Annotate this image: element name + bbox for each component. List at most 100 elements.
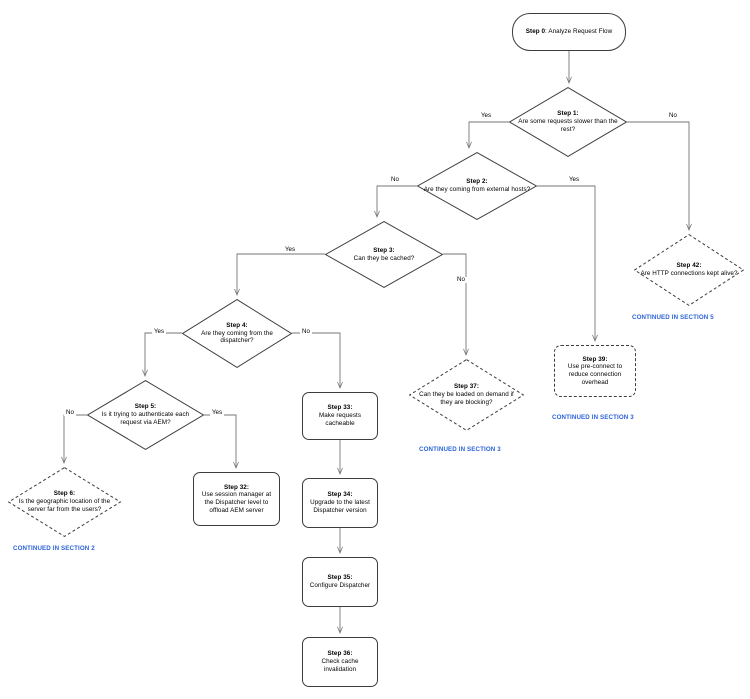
continued-in-section-2[interactable]: CONTINUED IN SECTION 2 (13, 545, 95, 552)
node-label: Step 33:Make requests cacheable (303, 404, 377, 427)
node-label: Step 36:Check cache invalidation (303, 650, 377, 673)
edge-step3-no-to-step37 (443, 253, 469, 357)
edge-label-step3-no: No (455, 276, 467, 284)
node-label-text: Use pre-connect to reduce connection ove… (567, 363, 623, 386)
node-label: Step 2:Are they coming from external hos… (420, 178, 535, 193)
node-step-number: Step 32: (224, 483, 249, 491)
node-label-text: Are HTTP connections kept alive? (640, 270, 738, 277)
node-label: Step 39:Use pre-connect to reduce connec… (555, 356, 635, 387)
node-label-text: Check cache invalidation (321, 658, 359, 673)
node-step-number: Step 33: (327, 404, 353, 412)
edge-step5-no-to-step6 (61, 414, 87, 465)
diamond-shape (325, 221, 443, 288)
edge-label-step4-yes: Yes (152, 328, 167, 336)
diamond-outline (9, 468, 121, 537)
node-label: Step 35:Configure Dispatcher (306, 574, 374, 589)
node-label-text: Is the geographic location of the server… (18, 498, 111, 513)
edge-label-step2-no: No (389, 176, 401, 184)
node-label: Step 6:Is the geographic location of the… (8, 490, 121, 513)
step-2-external-hosts[interactable]: Step 2:Are they coming from external hos… (417, 152, 537, 220)
step-0-analyze-request-flow[interactable]: Step 0: Analyze Request Flow (512, 13, 626, 51)
step-37-loaded-on-demand[interactable]: Step 37:Can they be loaded on demand if … (409, 359, 524, 431)
step-1-are-some-requests-slower[interactable]: Step 1:Are some requests slower than the… (509, 87, 627, 157)
node-step-number: Step 35: (327, 574, 353, 582)
edge-label-step3-yes: Yes (283, 246, 298, 254)
edge-step5-yes-to-step32 (204, 414, 239, 470)
step-42-http-connections-kept-alive[interactable]: Step 42:Are HTTP connections kept alive? (634, 234, 744, 306)
node-label-text: Can they be loaded on demand if they are… (419, 391, 514, 406)
step-35-configure-dispatcher[interactable]: Step 35:Configure Dispatcher (302, 557, 378, 607)
node-label-text: Is it trying to authenticate each reques… (101, 411, 190, 426)
diamond-outline (410, 360, 524, 431)
edge-label-step2-yes: Yes (567, 176, 582, 184)
node-label-text: Are they coming from the dispatcher? (201, 329, 273, 345)
node-label: Step 5:Is it trying to authenticate each… (87, 403, 204, 426)
step-6-geographic-location[interactable]: Step 6:Is the geographic location of the… (8, 467, 121, 537)
edge-label-step4-no: No (300, 328, 312, 336)
diamond-outline (510, 88, 627, 157)
edge-label-step1-no: No (667, 112, 679, 120)
node-label-text: Are they coming from external hosts? (423, 186, 531, 193)
edge-step1-no-to-step42 (627, 121, 692, 232)
step-32-use-session-manager[interactable]: Step 32:Use session manager at the Dispa… (193, 472, 280, 526)
node-label: Step 37:Can they be loaded on demand if … (409, 383, 524, 406)
diamond-shape (634, 234, 744, 306)
edge-label-step1-yes: Yes (479, 112, 494, 120)
edge-step2-no-to-step3 (374, 185, 417, 219)
node-label-text: : Analyze Request Flow (545, 28, 613, 36)
node-step-number: Step 1: (557, 110, 579, 118)
node-step-number: Step 39: (582, 355, 608, 363)
diamond-outline (326, 222, 443, 288)
node-label-text: Use session manager at the Dispatcher le… (201, 491, 272, 514)
node-label: Step 42:Are HTTP connections kept alive? (636, 262, 741, 277)
node-label: Step 3:Can they be cached? (350, 247, 419, 262)
diamond-shape (509, 87, 627, 157)
node-step-number: Step 2: (466, 178, 488, 186)
node-label-text: Upgrade to the latest Dispatcher version (310, 499, 370, 514)
node-label-text: Can they be cached? (353, 254, 415, 262)
diamond-outline (88, 381, 204, 450)
diamond-outline (418, 153, 537, 220)
step-34-upgrade-dispatcher[interactable]: Step 34:Upgrade to the latest Dispatcher… (302, 478, 378, 528)
node-label: Step 4:Are they coming from the dispatch… (182, 322, 292, 345)
node-step-number: Step 34: (327, 491, 353, 499)
edge-step4-yes-to-step5 (142, 332, 182, 378)
diamond-shape (417, 152, 537, 220)
step-5-authenticate-via-aem[interactable]: Step 5:Is it trying to authenticate each… (87, 380, 204, 450)
edge-step3-yes-to-step4 (234, 253, 325, 297)
node-label: Step 1:Are some requests slower than the… (509, 110, 627, 133)
diamond-outline (635, 235, 744, 306)
diamond-shape (87, 380, 204, 450)
edge-step2-yes-to-step39 (537, 185, 598, 343)
node-step-number: Step 42: (676, 262, 702, 270)
node-step-number: Step 3: (373, 246, 395, 254)
step-4-coming-from-dispatcher[interactable]: Step 4:Are they coming from the dispatch… (182, 299, 292, 368)
node-step-number: Step 37: (454, 383, 479, 391)
node-label-text: Configure Dispatcher (309, 582, 371, 589)
continued-in-section-3-step39[interactable]: CONTINUED IN SECTION 3 (552, 414, 634, 421)
node-step-number: Step 0 (525, 28, 546, 36)
continued-in-section-3-step37[interactable]: CONTINUED IN SECTION 3 (419, 446, 501, 453)
step-36-check-cache-invalidation[interactable]: Step 36:Check cache invalidation (302, 637, 378, 687)
step-39-use-pre-connect[interactable]: Step 39:Use pre-connect to reduce connec… (554, 345, 636, 397)
node-step-number: Step 5: (134, 403, 157, 411)
edge-label-step5-no: No (64, 409, 76, 417)
continued-in-section-5-step42[interactable]: CONTINUED IN SECTION 5 (632, 314, 714, 321)
step-3-can-they-be-cached[interactable]: Step 3:Can they be cached? (325, 221, 443, 288)
node-label-text: Make requests cacheable (318, 412, 362, 427)
node-step-number: Step 6: (53, 490, 76, 498)
node-step-number: Step 36: (327, 650, 353, 658)
step-33-make-requests-cacheable[interactable]: Step 33:Make requests cacheable (302, 392, 378, 440)
diamond-shape (182, 299, 292, 368)
diamond-shape (409, 359, 524, 431)
node-label-text: Are some requests slower than the rest? (518, 118, 618, 133)
node-step-number: Step 4: (226, 321, 248, 329)
edge-step4-no-to-step33 (292, 332, 343, 390)
node-label: Step 0: Analyze Request Flow (522, 28, 616, 36)
diamond-outline (183, 300, 292, 368)
node-label: Step 34:Upgrade to the latest Dispatcher… (303, 491, 377, 514)
edge-step1-yes-to-step2 (466, 121, 509, 150)
edge-label-step5-yes: Yes (210, 409, 225, 417)
node-label: Step 32:Use session manager at the Dispa… (194, 484, 279, 515)
